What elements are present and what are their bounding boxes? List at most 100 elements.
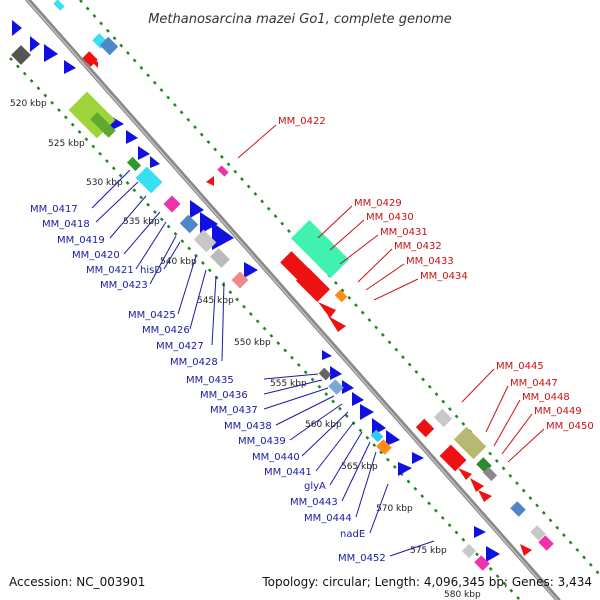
gene-label[interactable]: MM_0432 [394, 241, 442, 252]
leader-line [507, 428, 545, 463]
tick-labels: 520 kbp 525 kbp 530 kbp 535 kbp 540 kbp … [10, 99, 481, 600]
gene-label[interactable]: MM_0417 [30, 204, 78, 215]
tick-label: 570 kbp [376, 504, 413, 514]
gene-label[interactable]: MM_0449 [534, 406, 582, 417]
gene-label[interactable]: MM_0447 [510, 378, 558, 389]
gene-label[interactable]: hisD [140, 265, 162, 276]
leader-line [493, 399, 521, 447]
gene-label[interactable]: MM_0431 [380, 227, 428, 238]
gene-label[interactable]: MM_0452 [338, 553, 386, 564]
gene-label[interactable]: MM_0418 [42, 219, 90, 230]
gene-box [328, 379, 344, 395]
gene-label[interactable]: MM_0437 [210, 405, 258, 416]
gene-label[interactable]: MM_0422 [278, 116, 326, 127]
gene-box [179, 214, 199, 234]
leader-line [485, 385, 509, 433]
leader-line [211, 275, 217, 346]
leader-line [91, 169, 131, 209]
genome-backbone-highlight [26, 0, 558, 600]
gene-label[interactable]: MM_0443 [290, 497, 338, 508]
gene-label[interactable]: MM_0425 [128, 310, 176, 321]
gene-label[interactable]: MM_0450 [546, 421, 594, 432]
forward-gene-arrow [64, 60, 76, 74]
gene-box [474, 555, 490, 571]
leader-line [163, 241, 181, 270]
reverse-genes [82, 51, 532, 556]
leader-line [177, 255, 197, 315]
gene-box [280, 251, 310, 281]
gene-label[interactable]: MM_0440 [252, 452, 300, 463]
tick-label: 525 kbp [48, 139, 85, 149]
gene-label[interactable]: MM_0428 [170, 357, 218, 368]
gene-label[interactable]: MM_0423 [100, 280, 148, 291]
gene-label[interactable]: MM_0433 [406, 256, 454, 267]
leader-line [95, 181, 139, 223]
tick-label: 530 kbp [86, 178, 123, 188]
gene-label[interactable]: MM_0427 [156, 341, 204, 352]
gene-label[interactable]: MM_0441 [264, 467, 312, 478]
gene-label[interactable]: MM_0434 [420, 271, 468, 282]
forward-gene-arrow [352, 392, 364, 406]
tick-label: 545 kbp [197, 296, 234, 306]
leader-line [339, 234, 379, 265]
right-leader-lines [237, 124, 545, 463]
gene-label[interactable]: MM_0419 [57, 235, 105, 246]
tick-label: 535 kbp [123, 217, 160, 227]
leader-line [221, 281, 225, 362]
gene-label[interactable]: MM_0439 [238, 436, 286, 447]
gene-label[interactable]: MM_0429 [354, 198, 402, 209]
forward-gene-arrow [12, 20, 22, 36]
gene-label[interactable]: MM_0448 [522, 392, 570, 403]
gene-box [99, 36, 119, 56]
forward-gene-arrow [398, 462, 412, 476]
accession-text: Accession: NC_003901 [9, 575, 146, 589]
gene-label[interactable]: nadE [340, 529, 365, 540]
map-title: Methanosarcina mazei Go1, complete genom… [148, 12, 452, 27]
inner-gene-boxes [11, 45, 490, 571]
tick-label: 580 kbp [444, 590, 481, 600]
gene-label[interactable]: MM_0426 [142, 325, 190, 336]
reverse-gene-arrow [520, 544, 532, 556]
leader-line [365, 263, 405, 291]
gene-label[interactable]: MM_0420 [72, 250, 120, 261]
gene-box [53, 0, 65, 11]
leader-line [329, 219, 365, 251]
gene-label[interactable]: MM_0436 [200, 390, 248, 401]
gene-label[interactable]: MM_0421 [86, 265, 134, 276]
reverse-gene-arrow [318, 302, 336, 318]
outer-track-dots [79, 0, 600, 576]
gene-box [334, 289, 348, 303]
reverse-gene-arrow [478, 490, 492, 502]
reverse-gene-arrow [470, 478, 484, 492]
tick-label: 575 kbp [410, 546, 447, 556]
leader-line [317, 205, 353, 239]
forward-gene-arrow [244, 262, 258, 278]
leader-line [461, 368, 495, 403]
gene-box [433, 408, 453, 428]
gene-box [370, 429, 384, 443]
gene-box [439, 444, 467, 472]
gene-box [415, 418, 435, 438]
gene-label[interactable]: MM_0430 [366, 212, 414, 223]
gene-label[interactable]: MM_0444 [304, 513, 352, 524]
gene-box [530, 525, 546, 541]
gene-label[interactable]: MM_0438 [224, 421, 272, 432]
gene-box [510, 501, 526, 517]
gene-label[interactable]: glyA [304, 481, 326, 492]
leader-line [109, 195, 147, 239]
leader-line [123, 211, 161, 255]
leader-line [357, 248, 393, 283]
leader-line [369, 483, 389, 534]
gene-box [135, 166, 163, 194]
gene-label[interactable]: MM_0445 [496, 361, 544, 372]
leader-line [263, 373, 319, 380]
gene-box [538, 535, 554, 551]
gene-label[interactable]: MM_0435 [186, 375, 234, 386]
leader-line [189, 269, 207, 330]
topology-text: Topology: circular; Length: 4,096,345 bp… [262, 575, 592, 589]
leader-line [301, 411, 349, 457]
gene-box [217, 165, 229, 177]
leader-line [329, 431, 363, 486]
forward-gene-arrow [360, 404, 374, 420]
